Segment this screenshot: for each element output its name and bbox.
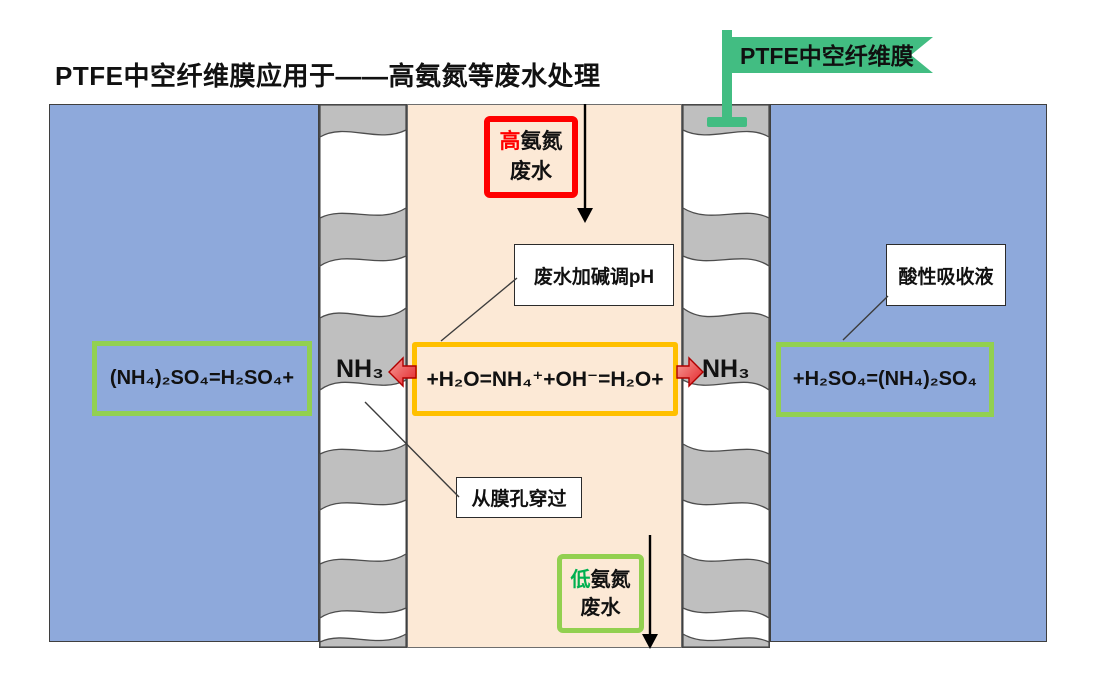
- influent-rest: 氨氮: [520, 129, 563, 153]
- page-title: PTFE中空纤维膜应用于——高氨氮等废水处理: [55, 61, 601, 91]
- effluent-box: 低氨氮 废水: [557, 554, 644, 633]
- influent-highlight: 高: [499, 129, 521, 153]
- membrane-band: [319, 442, 407, 512]
- membrane-band: [319, 632, 407, 648]
- flag-base: [707, 117, 747, 127]
- callout-ph-adjust: 废水加碱调pH: [514, 244, 674, 306]
- effluent-highlight: 低: [570, 568, 591, 591]
- flag-label: PTFE中空纤维膜: [740, 43, 914, 69]
- flag-banner: [727, 37, 933, 73]
- influent-line1: 高氨氮: [500, 127, 563, 157]
- membrane-band: [682, 206, 770, 268]
- left-reaction-box: (NH₄)₂SO₄=H₂SO₄+: [92, 341, 312, 416]
- influent-box: 高氨氮 废水: [484, 116, 578, 198]
- membrane-band: [682, 632, 770, 648]
- callout-acid-absorbent: 酸性吸收液: [886, 244, 1006, 306]
- callout-through-pores: 从膜孔穿过: [456, 477, 582, 518]
- membrane-band: [319, 552, 407, 620]
- membrane-band: [682, 552, 770, 620]
- effluent-line1: 低氨氮: [571, 566, 631, 594]
- flag-icon: PTFE中空纤维膜: [707, 30, 933, 127]
- center-reaction-box: +H₂O=NH₄⁺+OH⁻=H₂O+: [412, 342, 678, 416]
- nh3-label-left: NH₃: [336, 355, 384, 383]
- effluent-line2: 废水: [580, 596, 621, 619]
- nh3-label-right: NH₃: [702, 355, 750, 383]
- right-reaction-box: +H₂SO₄=(NH₄)₂SO₄: [776, 342, 994, 417]
- influent-line2: 废水: [510, 160, 552, 183]
- flag-pole: [722, 30, 732, 125]
- membrane-band: [319, 206, 407, 268]
- right-absorption-panel: [770, 104, 1047, 642]
- effluent-rest: 氨氮: [590, 568, 631, 591]
- membrane-band: [682, 442, 770, 512]
- membrane-band: [319, 104, 407, 139]
